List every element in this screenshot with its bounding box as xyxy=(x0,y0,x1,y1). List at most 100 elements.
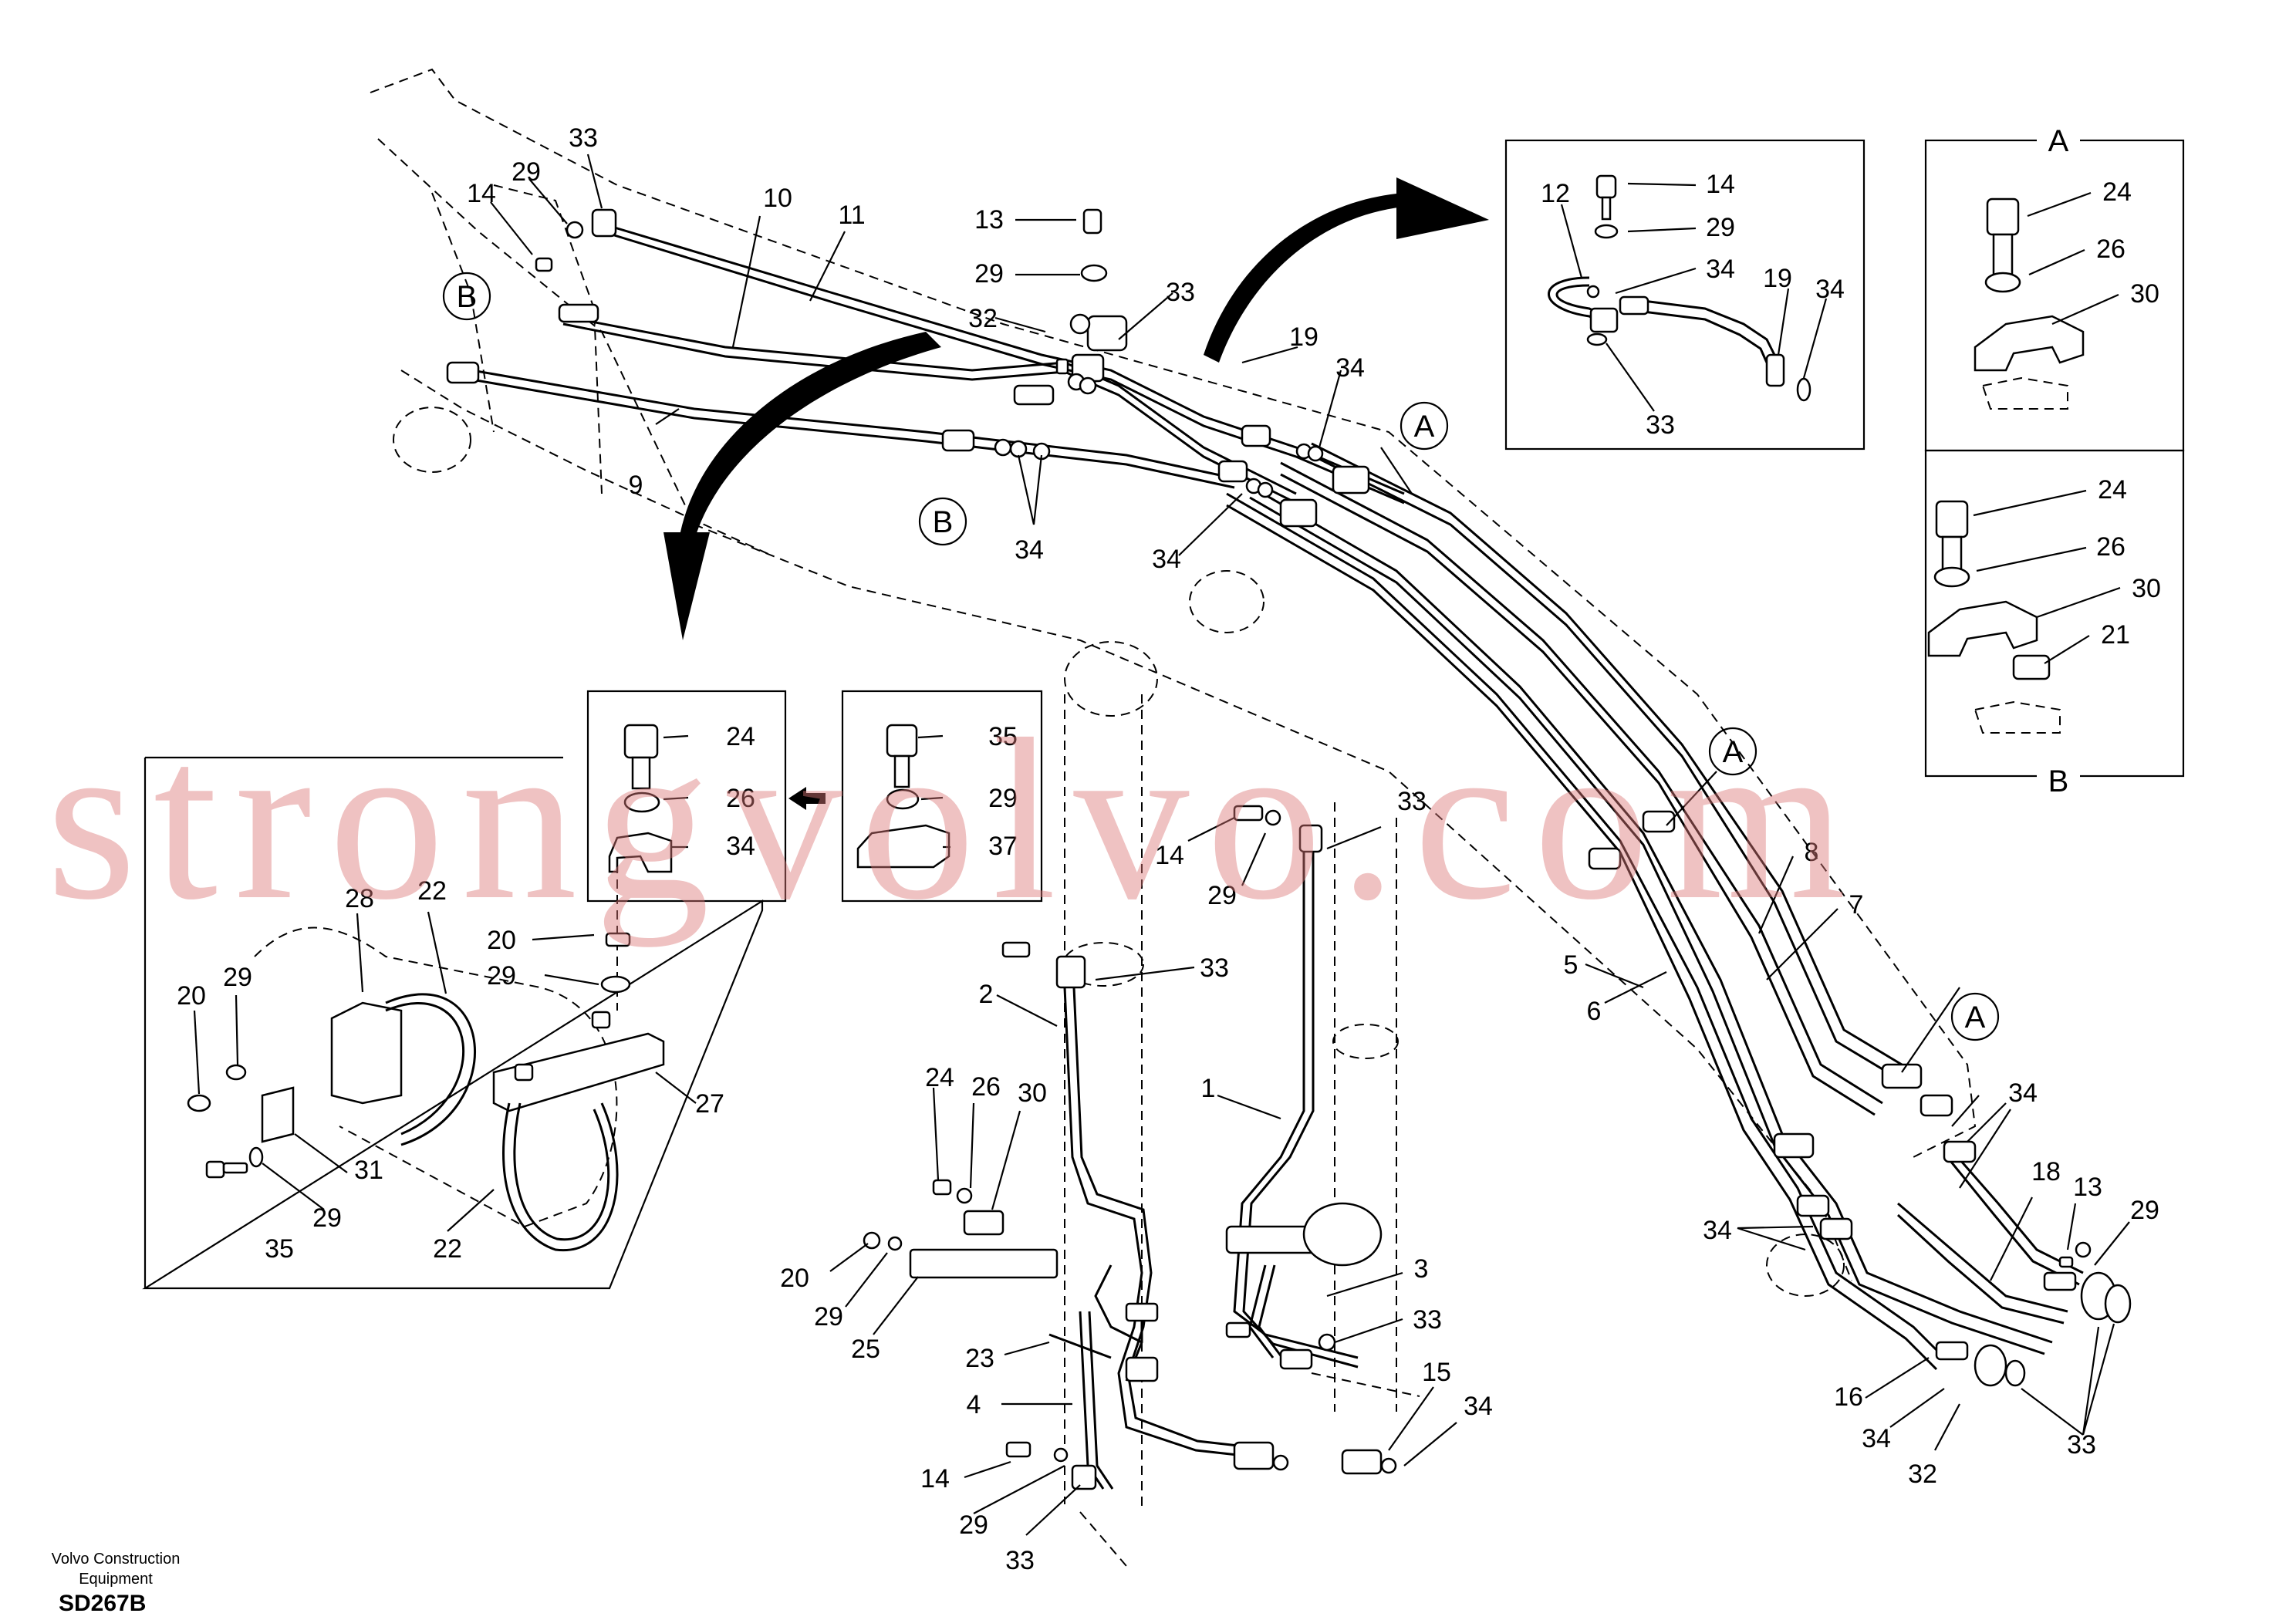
callout-5: 5 xyxy=(1564,950,1578,980)
callout-22: 22 xyxy=(433,1234,462,1264)
callout-26: 26 xyxy=(2096,235,2125,264)
callout-14: 14 xyxy=(1706,170,1735,199)
callout-32: 32 xyxy=(968,304,998,333)
callout-33: 33 xyxy=(1646,410,1675,440)
figure-code: SD267B xyxy=(59,1591,147,1616)
small-arrow-left xyxy=(788,787,826,810)
callout-14: 14 xyxy=(1155,841,1184,870)
callout-34: 34 xyxy=(1015,535,1044,565)
callout-16: 16 xyxy=(1834,1382,1863,1412)
callout-15: 15 xyxy=(1422,1358,1451,1387)
callout-29: 29 xyxy=(988,784,1018,813)
callout-14: 14 xyxy=(467,179,496,208)
callout-33: 33 xyxy=(1413,1305,1442,1335)
callout-28: 28 xyxy=(345,884,374,913)
view-marker-a-3: A xyxy=(1950,992,2000,1041)
hydraulic-lines xyxy=(462,222,2084,1490)
callout-20: 20 xyxy=(487,926,516,955)
curved-arrow-left xyxy=(663,332,941,640)
callout-29: 29 xyxy=(959,1510,988,1540)
callout-33: 33 xyxy=(2067,1430,2096,1460)
callout-29: 29 xyxy=(487,961,516,991)
callout-26: 26 xyxy=(971,1072,1001,1102)
callout-24: 24 xyxy=(925,1063,954,1092)
callout-11: 11 xyxy=(838,201,865,230)
callout-26: 26 xyxy=(726,784,755,813)
callout-33: 33 xyxy=(1397,787,1427,816)
callout-34: 34 xyxy=(1706,255,1735,284)
callout-33: 33 xyxy=(569,123,598,153)
callout-26: 26 xyxy=(2096,532,2125,562)
callout-20: 20 xyxy=(177,981,206,1011)
view-marker-b-lower: B xyxy=(918,497,967,546)
inset-view-a xyxy=(1924,139,2185,452)
callout-9: 9 xyxy=(629,471,643,500)
inset-box-35-29-37 xyxy=(841,690,1043,903)
callout-22: 22 xyxy=(417,876,447,906)
callout-23: 23 xyxy=(965,1344,994,1373)
callout-1: 1 xyxy=(1201,1074,1216,1103)
view-marker-a-2: A xyxy=(1708,727,1757,776)
callout-33: 33 xyxy=(1005,1546,1035,1575)
callout-24: 24 xyxy=(2098,475,2127,505)
callout-19: 19 xyxy=(1289,322,1319,352)
callout-27: 27 xyxy=(695,1089,724,1119)
svg-text:A: A xyxy=(1414,410,1435,444)
callout-37: 37 xyxy=(988,832,1018,861)
callout-13: 13 xyxy=(974,205,1004,235)
callout-29: 29 xyxy=(2130,1196,2159,1225)
view-marker-b-upper: B xyxy=(442,272,491,321)
callout-3: 3 xyxy=(1414,1254,1429,1284)
callout-6: 6 xyxy=(1587,997,1602,1026)
inset-box-24-26-34 xyxy=(586,690,787,903)
callout-34: 34 xyxy=(1335,353,1365,383)
callout-29: 29 xyxy=(974,259,1004,289)
callout-34: 34 xyxy=(1862,1424,1891,1453)
callout-10: 10 xyxy=(763,184,792,213)
callout-2: 2 xyxy=(979,980,994,1009)
callout-32: 32 xyxy=(1908,1460,1937,1489)
callout-34: 34 xyxy=(1464,1392,1493,1421)
callout-29: 29 xyxy=(1207,881,1237,910)
callout-30: 30 xyxy=(2132,574,2161,603)
company-name: Volvo Construction Equipment xyxy=(31,1549,201,1589)
callout-33: 33 xyxy=(1166,278,1195,307)
svg-text:B: B xyxy=(933,505,954,539)
callout-18: 18 xyxy=(2031,1157,2061,1186)
callout-29: 29 xyxy=(512,157,541,187)
callout-31: 31 xyxy=(354,1156,383,1185)
callout-7: 7 xyxy=(1849,890,1864,920)
callout-34: 34 xyxy=(1815,275,1845,304)
callout-35: 35 xyxy=(988,722,1018,751)
curved-arrow-right xyxy=(1204,177,1489,363)
callout-24: 24 xyxy=(2102,177,2132,207)
callout-34: 34 xyxy=(726,832,755,861)
callout-30: 30 xyxy=(2130,279,2159,309)
svg-text:B: B xyxy=(457,280,478,314)
callout-30: 30 xyxy=(1018,1078,1047,1108)
callout-29: 29 xyxy=(1706,213,1735,242)
leader-lines xyxy=(193,154,2130,1536)
callout-33: 33 xyxy=(1200,953,1229,983)
company-line-1: Volvo Construction xyxy=(51,1551,181,1568)
inset-clamp-view xyxy=(142,756,764,1290)
callout-29: 29 xyxy=(814,1302,843,1331)
callout-34: 34 xyxy=(2008,1078,2038,1108)
callout-24: 24 xyxy=(726,722,755,751)
view-marker-a-1: A xyxy=(1400,401,1449,451)
callout-29: 29 xyxy=(312,1203,342,1233)
callout-35: 35 xyxy=(265,1234,294,1264)
svg-text:A: A xyxy=(1723,735,1744,769)
view-b-title: B xyxy=(2048,764,2069,798)
callout-29: 29 xyxy=(223,963,252,992)
callout-34: 34 xyxy=(1152,545,1181,574)
inset-view-b xyxy=(1924,449,2185,778)
svg-text:A: A xyxy=(1965,1001,1986,1034)
callout-20: 20 xyxy=(780,1264,809,1293)
company-line-2: Equipment xyxy=(79,1571,153,1588)
callout-4: 4 xyxy=(967,1390,981,1419)
inset-pipe-12 xyxy=(1504,139,1866,451)
callout-25: 25 xyxy=(851,1335,880,1364)
callout-12: 12 xyxy=(1541,179,1570,208)
